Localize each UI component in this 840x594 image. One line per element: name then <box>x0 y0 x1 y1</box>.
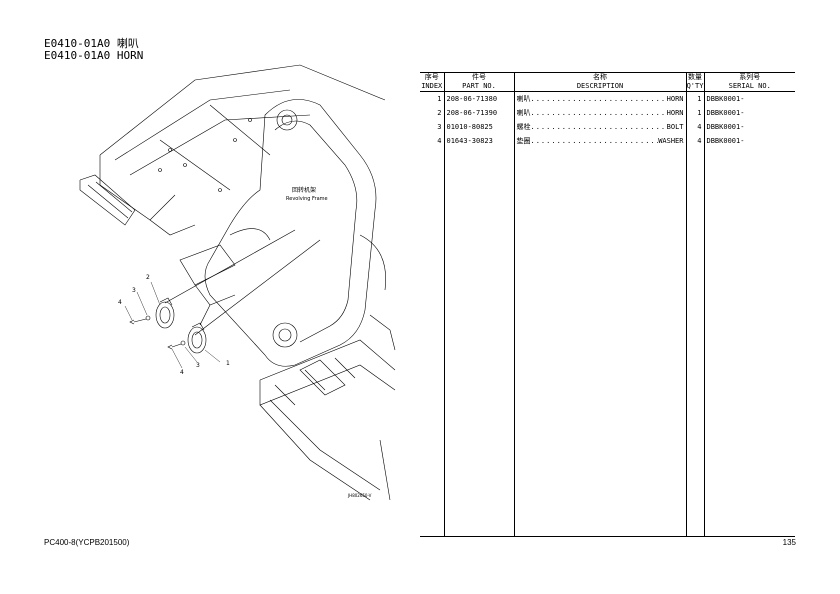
row-serial: DBBK0001- <box>703 120 795 134</box>
leader-lines <box>164 229 321 336</box>
filler-cell <box>703 148 795 537</box>
header-description-zh: 名称 <box>593 73 607 81</box>
row-description-en: HORN <box>666 109 684 117</box>
row-quantity: 1 <box>685 106 704 120</box>
header-index-en: INDEX <box>421 82 443 90</box>
row-part-no: 01010-80825 <box>443 120 514 134</box>
row-index: 1 <box>437 95 442 103</box>
row-index: 2 <box>437 109 442 117</box>
track-frame <box>259 339 396 501</box>
model-number: PC400-8(YCPB201500) <box>44 538 130 547</box>
header-index-zh: 序号 <box>424 73 439 81</box>
row-description-en: BOLT <box>666 123 684 131</box>
frame-label-english: Revolving Frame <box>286 196 328 202</box>
header-serial-no-zh: 系列号 <box>739 73 761 81</box>
row-description-zh: 喇叭 <box>516 109 531 117</box>
horn-upper-part <box>129 297 175 329</box>
filler-cell <box>513 148 686 537</box>
row-quantity: 4 <box>685 134 704 148</box>
callout-1: 1 <box>226 360 230 367</box>
row-part-no: 01643-30823 <box>443 134 514 148</box>
title-line-english: E0410-01A0 HORN <box>44 49 144 62</box>
frame-label-chinese: 回转机架 <box>292 186 316 194</box>
horn-lower-part <box>167 322 207 354</box>
filler-cell <box>443 148 514 537</box>
callout-4-lower: 3 <box>196 362 200 369</box>
row-description: 垫圈......................................… <box>513 134 686 148</box>
row-serial: DBBK0001- <box>703 91 795 106</box>
callout-leaders <box>124 281 221 369</box>
row-description-en: WASHER <box>658 137 684 145</box>
deck-platform <box>79 64 386 236</box>
callout-3-lower: 4 <box>180 369 184 376</box>
row-quantity: 1 <box>685 91 704 106</box>
row-serial: DBBK0001- <box>703 134 795 148</box>
row-index: 4 <box>437 137 442 145</box>
header-part-no-zh: 件号 <box>472 73 486 81</box>
row-description-zh: 垫圈 <box>516 137 531 145</box>
row-part-no: 208-06-71380 <box>443 91 514 106</box>
row-description-zh: 螺栓 <box>516 123 531 131</box>
table-row: 2 208-06-71390 喇叭.......................… <box>420 106 795 120</box>
row-index: 3 <box>437 123 442 131</box>
row-quantity: 4 <box>685 120 704 134</box>
table-row: 1 208-06-71380 喇叭.......................… <box>420 91 795 106</box>
header-quantity-en: Q'TY <box>686 82 704 90</box>
drawing-code: JH802650-V <box>347 493 372 498</box>
row-part-no: 208-06-71390 <box>443 106 514 120</box>
frame-labels: 回转机架 Revolving Frame JH802650-V <box>286 186 372 498</box>
exploded-view-drawing: 2 3 4 1 3 4 回转机架 Revolving Frame JH80265… <box>60 60 405 505</box>
callout-2: 2 <box>146 274 150 281</box>
row-serial: DBBK0001- <box>703 106 795 120</box>
header-quantity-zh: 数量 <box>688 73 702 81</box>
header-description-en: DESCRIPTION <box>576 82 624 90</box>
horn-assembly-illustration: 2 3 4 1 3 4 回转机架 Revolving Frame JH80265… <box>79 64 396 501</box>
filler-cell <box>420 148 444 537</box>
header-serial-no-en: SERIAL NO. <box>728 82 771 90</box>
table-row: 3 01010-80825 螺栓........................… <box>420 120 795 134</box>
page-number: 135 <box>782 538 796 547</box>
row-description-en: HORN <box>666 95 684 103</box>
table-row: 4 01643-30823 垫圈........................… <box>420 134 795 148</box>
row-description-zh: 喇叭 <box>516 95 531 103</box>
row-description: 螺栓......................................… <box>513 120 686 134</box>
callout-4: 3 <box>132 287 136 294</box>
callout-numbers: 2 3 4 1 3 4 <box>118 274 230 376</box>
title-line-chinese: E0410-01A0 喇叭 <box>44 37 139 50</box>
header-part-no-en: PART NO. <box>462 82 496 90</box>
callout-3: 4 <box>118 299 122 306</box>
row-description: 喇叭......................................… <box>513 106 686 120</box>
revolving-frame <box>179 99 396 367</box>
filler-cell <box>685 148 704 537</box>
row-description: 喇叭......................................… <box>513 91 686 106</box>
table-filler-row <box>420 148 795 537</box>
